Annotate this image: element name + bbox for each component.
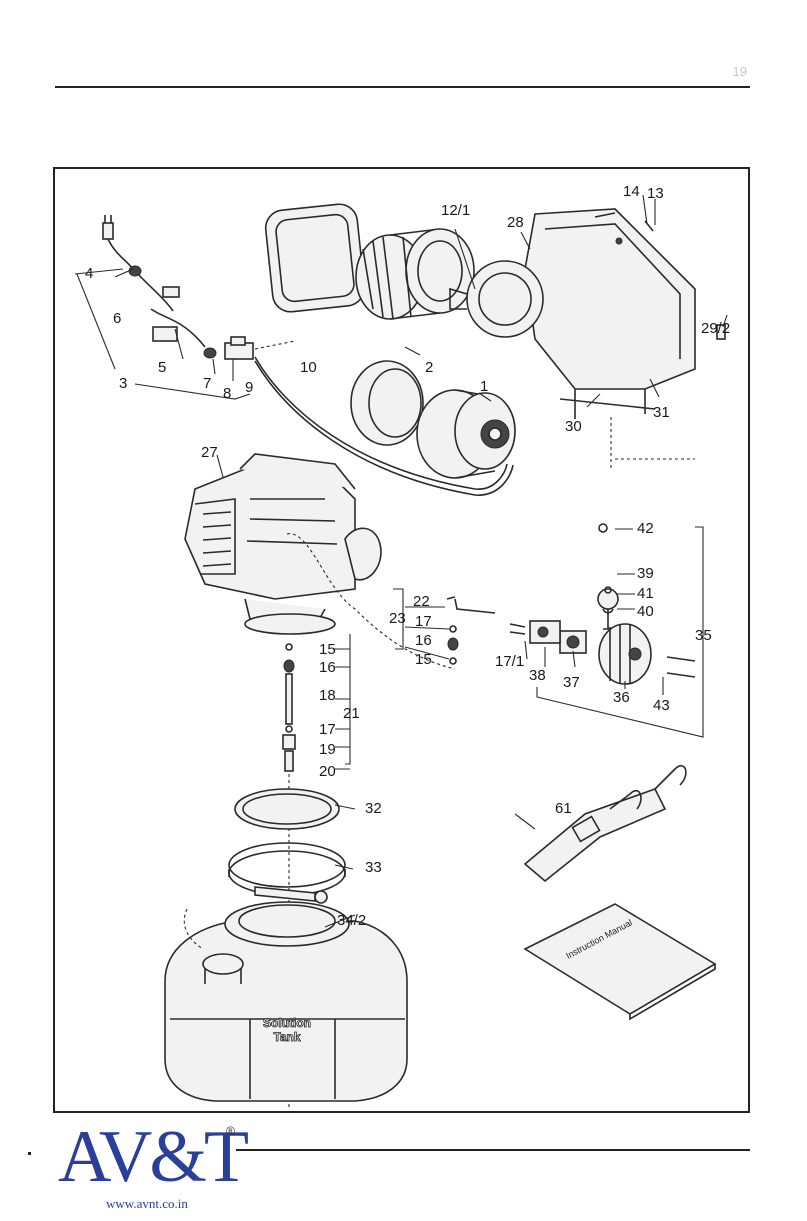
label-12-1: 12/1 [441,202,470,219]
label-15-b: 15 [415,651,432,668]
footer-rule [236,1149,750,1151]
label-35: 35 [695,627,712,644]
label-5: 5 [158,359,166,376]
label-22: 22 [413,593,430,610]
label-27: 27 [201,444,218,461]
label-36: 36 [613,689,630,706]
avt-logo: AV&T ® www.avnt.co.in [58,1120,248,1220]
label-30: 30 [565,418,582,435]
pump-assembly [447,524,695,684]
diagram-svg: Solution Tank Instruction Manual [55,169,752,1115]
label-37: 37 [563,674,580,691]
label-33: 33 [365,859,382,876]
label-8: 8 [223,385,231,402]
label-20: 20 [319,763,336,780]
label-16-a: 16 [319,659,336,676]
tank-clamp [229,843,345,903]
label-15-a: 15 [319,641,336,658]
tank-seal [235,789,339,829]
label-1: 1 [480,378,488,395]
registered-mark: ® [226,1124,235,1138]
label-4: 4 [85,265,93,282]
label-34-2: 34/2 [337,912,366,929]
logo-wordmark: AV&T [58,1120,246,1194]
label-32: 32 [365,800,382,817]
label-2: 2 [425,359,433,376]
gasket-ring [351,361,423,445]
tank-text-line2: Tank [273,1030,300,1044]
label-17-1: 17/1 [495,653,524,670]
label-17-b: 17 [415,613,432,630]
instruction-manual: Instruction Manual [525,904,715,1019]
label-6: 6 [113,310,121,327]
label-7: 7 [203,375,211,392]
solution-tank: Solution Tank [165,902,407,1101]
label-61: 61 [555,800,572,817]
label-41: 41 [637,585,654,602]
label-31: 31 [653,404,670,421]
label-42: 42 [637,520,654,537]
label-14: 14 [623,183,640,200]
label-40: 40 [637,603,654,620]
label-38: 38 [529,667,546,684]
filter-cover [264,202,366,313]
header-rule [55,86,750,88]
page-number: 19 [733,64,747,79]
label-3: 3 [119,375,127,392]
label-17-a: 17 [319,721,336,738]
label-43: 43 [653,697,670,714]
label-18: 18 [319,687,336,704]
shoulder-strap [525,766,686,881]
footer-bullet [28,1152,31,1155]
label-13: 13 [647,185,664,202]
label-39: 39 [637,565,654,582]
label-21: 21 [343,705,360,722]
filter-cartridge [356,229,474,319]
label-16-b: 16 [415,632,432,649]
label-19: 19 [319,741,336,758]
tank-text-line1: Solution [263,1016,311,1030]
website-url: www.avnt.co.in [106,1196,188,1212]
exploded-parts-diagram: Solution Tank Instruction Manual [53,167,750,1113]
motor [417,390,515,478]
label-23: 23 [389,610,406,627]
label-29-2: 29/2 [701,320,730,337]
label-28: 28 [507,214,524,231]
label-9: 9 [245,379,253,396]
label-10: 10 [300,359,317,376]
